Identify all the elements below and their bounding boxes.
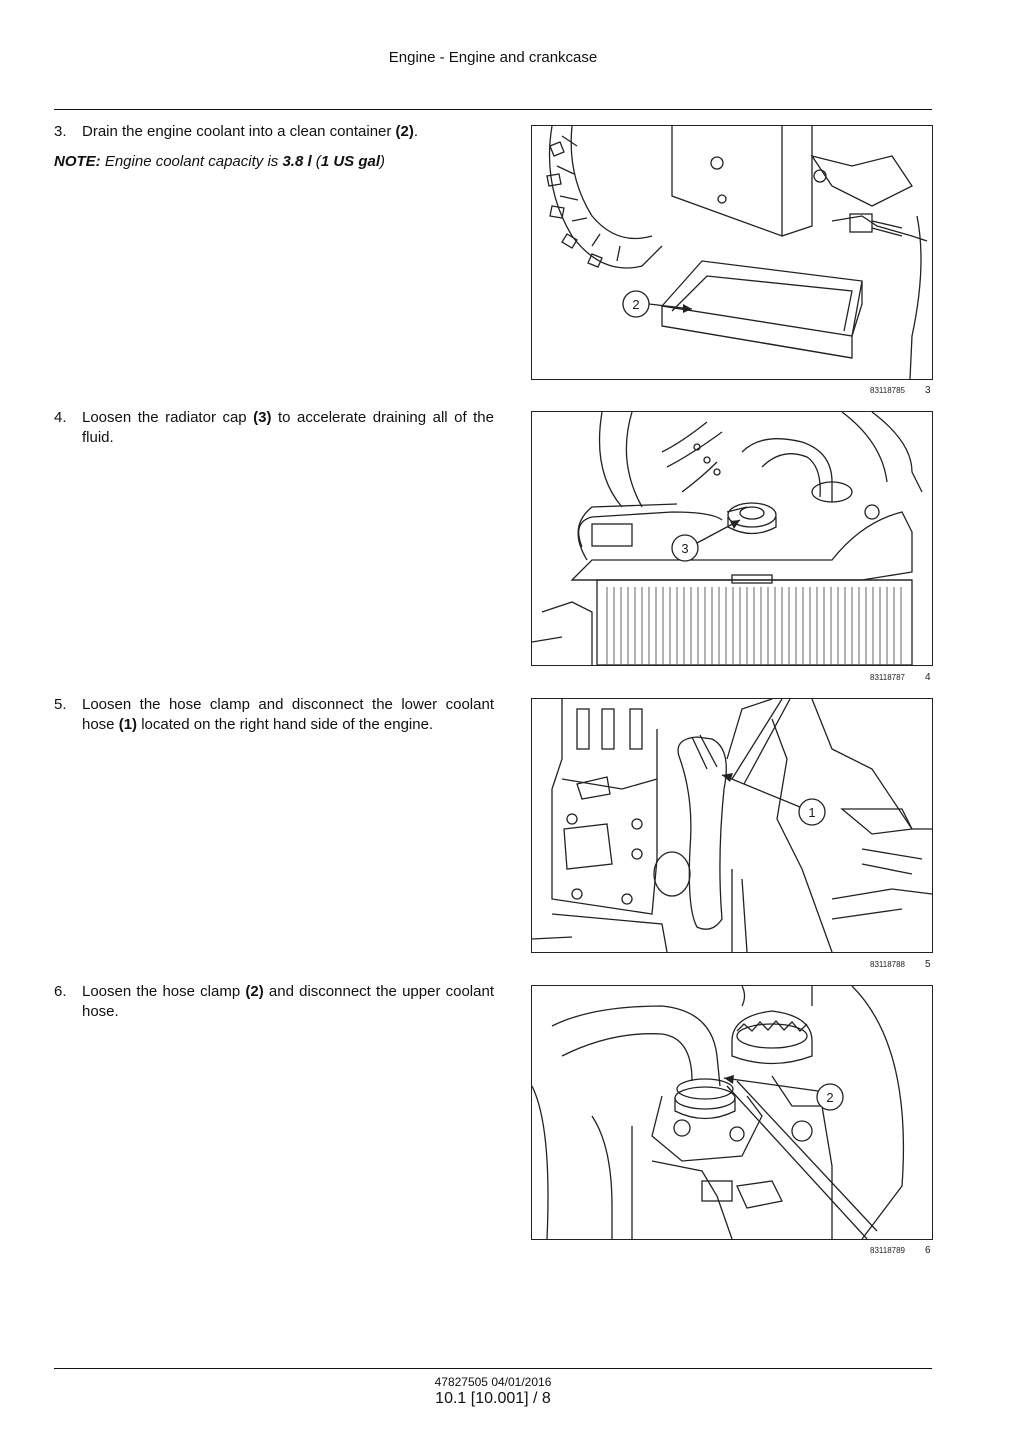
figure-number: 6 (925, 1245, 931, 1256)
note-text: Engine coolant capacity is (100, 153, 283, 170)
step-text: Drain the engine coolant into a clean co… (82, 123, 396, 140)
figure-illustration: 1 (532, 699, 932, 952)
note-value-metric: 3.8 l (282, 153, 312, 170)
callout-2: 2 (723, 1075, 844, 1111)
figure-id: 83118787 (870, 673, 905, 682)
note-label: NOTE: (54, 153, 101, 170)
step-text-end: and disconnect the upper coolant hose. (82, 983, 494, 1020)
step-text: Loosen the hose clamp (82, 983, 246, 1000)
figure-id: 83118785 (870, 386, 905, 395)
note: NOTE: Engine coolant capacity is 3.8 l (… (54, 153, 385, 170)
callout-1: 1 (721, 773, 826, 826)
callout-3: 3 (671, 519, 741, 562)
figure-illustration: 3 (532, 412, 923, 665)
step-reference: (3) (253, 409, 272, 426)
step-text-end: . (413, 123, 419, 140)
figure-lower-coolant-hose: 1 (531, 698, 933, 953)
page-header-title: Engine - Engine and crankcase (388, 49, 598, 66)
footer-document-number: 47827505 04/01/2016 (434, 1375, 552, 1389)
callout-label: 1 (808, 805, 815, 820)
step-reference: (2) (245, 983, 264, 1000)
step-text-end: located on the right hand side of the en… (137, 716, 434, 733)
note-text-mid: ( (311, 153, 321, 170)
figure-drain-container: 2 (531, 125, 933, 380)
header-rule (54, 109, 932, 110)
step-reference: (1) (118, 716, 138, 733)
note-value-us: 1 US gal (320, 153, 380, 170)
step-number: 3. (54, 123, 67, 140)
figure-number: 4 (925, 672, 931, 683)
footer-rule (54, 1368, 932, 1369)
footer-page-number: 10.1 [10.001] / 8 (435, 1390, 551, 1407)
step-6: 6. Loosen the hose clamp (2) and disconn… (54, 982, 494, 1022)
figure-number: 5 (925, 959, 931, 970)
step-3: 3. Drain the engine coolant into a clean… (54, 122, 494, 142)
figure-id: 83118788 (870, 960, 905, 969)
figure-id: 83118789 (870, 1246, 905, 1255)
figure-illustration: 2 (546, 126, 928, 379)
step-number: 5. (54, 696, 67, 713)
callout-label: 2 (632, 297, 639, 312)
step-reference: (2) (395, 123, 414, 140)
figure-illustration: 2 (532, 986, 905, 1239)
step-number: 6. (54, 983, 67, 1000)
step-text-end: to accelerate draining all of the fluid. (82, 409, 494, 446)
figure-number: 3 (925, 385, 931, 396)
step-text: Loosen the hose clamp and disconnect the… (82, 696, 494, 733)
figure-upper-coolant-hose: 2 (531, 985, 933, 1240)
callout-label: 2 (826, 1090, 833, 1105)
callout-label: 3 (681, 541, 688, 556)
step-4: 4. Loosen the radiator cap (3) to accele… (54, 408, 494, 448)
step-text: Loosen the radiator cap (82, 409, 254, 426)
figure-radiator-cap: 3 (531, 411, 933, 666)
callout-2: 2 (622, 290, 693, 318)
step-5: 5. Loosen the hose clamp and disconnect … (54, 695, 494, 735)
step-number: 4. (54, 409, 67, 426)
note-text-end: ) (380, 153, 385, 170)
